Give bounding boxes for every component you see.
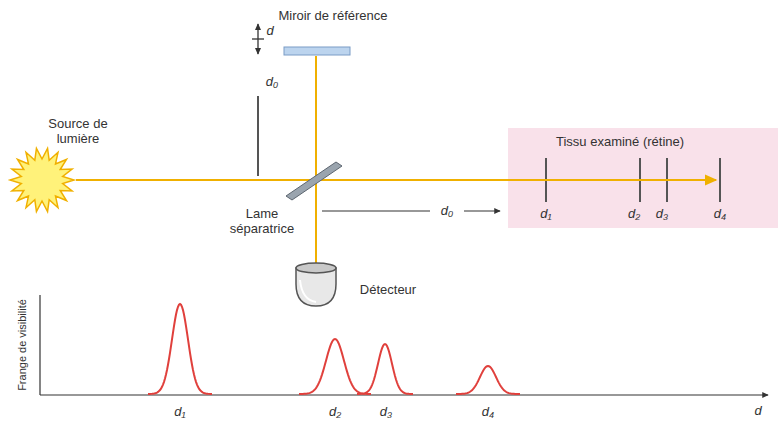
splitter-label: Lame séparatrice: [223, 207, 301, 237]
beam-splitter: [286, 162, 342, 200]
layer-label: d₂: [628, 207, 640, 222]
light-beam: [315, 56, 317, 266]
light-source: [10, 148, 74, 211]
peak-label: d₁: [174, 405, 185, 420]
visibility-peaks: [148, 304, 520, 394]
layer-label: d₄: [714, 207, 726, 222]
visibility-peak: [357, 344, 413, 394]
axis-label: d: [754, 404, 761, 419]
peak-label: d₃: [380, 405, 392, 420]
peak-label: d₄: [482, 405, 494, 420]
tissue-band: [508, 128, 778, 228]
detector: [296, 263, 336, 306]
dimension-label: d: [266, 24, 273, 39]
layer-label: d₃: [656, 207, 668, 222]
d0-arrow: [464, 210, 500, 211]
peak-label: d₂: [329, 405, 341, 420]
d-tick: [252, 38, 264, 39]
tissue-band: Tissu examiné (rétine): [508, 128, 778, 228]
axis-label: Frange de visibilité: [16, 299, 29, 391]
mirror-label: Miroir de référence: [278, 9, 387, 24]
sun-shape: [10, 148, 74, 211]
source-label: Source de lumière: [38, 117, 118, 147]
detector-label: Détecteur: [360, 283, 416, 298]
visibility-peak: [148, 304, 212, 394]
light-beam: [76, 179, 716, 181]
d0-reference-bar: [257, 96, 259, 176]
dimension-label: d₀: [266, 75, 279, 90]
tissue-heading: Tissu examiné (rétine): [556, 134, 684, 149]
visibility-peak: [456, 366, 520, 394]
visibility-peak: [299, 339, 371, 394]
layer-label: d₁: [540, 207, 551, 222]
d0-line: [322, 210, 430, 211]
reference-mirror: [284, 47, 350, 55]
y-axis: [39, 295, 40, 395]
dimension-label: d₀: [441, 204, 454, 219]
